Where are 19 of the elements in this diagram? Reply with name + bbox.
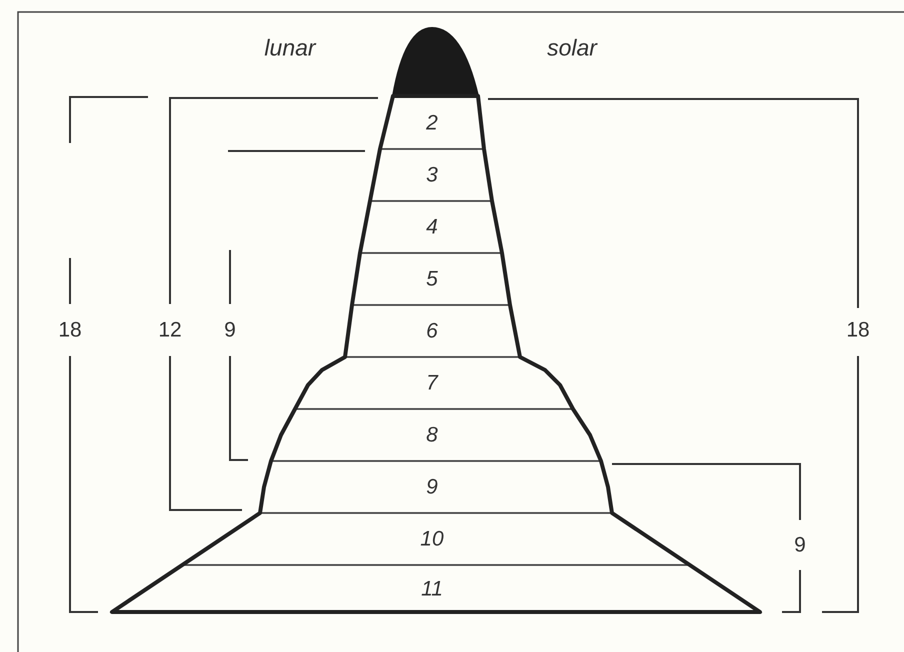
band	[112, 565, 760, 612]
band-number: 3	[426, 164, 438, 186]
dimension-label: 9	[224, 320, 236, 340]
band-number: 7	[426, 372, 438, 394]
side-label: lunar	[264, 36, 316, 60]
band-number: 6	[426, 320, 438, 342]
dimension-label: 12	[158, 320, 182, 340]
dimension-label: 18	[58, 320, 82, 340]
band-number: 5	[426, 268, 438, 290]
dimension-label: 18	[846, 320, 870, 340]
band-number: 10	[420, 528, 444, 550]
band-number: 4	[426, 216, 438, 238]
band-number: 11	[421, 578, 443, 599]
band-number: 9	[426, 476, 438, 498]
band-number: 2	[426, 112, 438, 133]
side-label: solar	[547, 36, 597, 60]
dimension-label: 9	[794, 534, 806, 556]
cone-tip	[393, 28, 479, 97]
band-number: 8	[426, 424, 438, 446]
